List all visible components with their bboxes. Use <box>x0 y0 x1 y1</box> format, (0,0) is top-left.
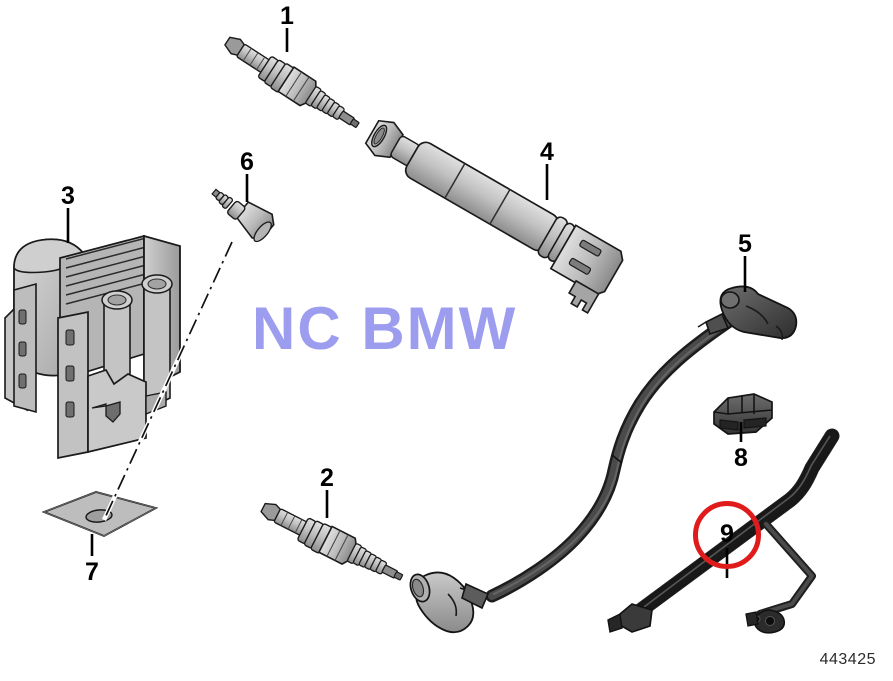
part-spark-plug-boot-lower <box>409 571 490 634</box>
part-mounting-bolt <box>211 188 275 243</box>
watermark-text: NC BMW <box>252 295 518 362</box>
callout-label-4: 4 <box>540 138 554 166</box>
part-spark-plug-lower <box>260 502 404 581</box>
callout-label-6: 6 <box>240 148 254 176</box>
part-pencil-ignition-coil <box>364 119 624 315</box>
part-ribbed-ground-cable <box>607 428 840 634</box>
diagram-part-number: 443425 <box>819 651 876 668</box>
part-spark-plug-boot-angled <box>697 285 798 341</box>
callout-label-8: 8 <box>734 444 748 472</box>
assembly-centerline <box>101 241 235 521</box>
part-ignition-cable <box>485 315 735 603</box>
callout-label-7: 7 <box>85 558 99 586</box>
part-cable-clip <box>713 393 773 435</box>
callout-label-5: 5 <box>738 230 752 258</box>
part-ignition-coil <box>4 234 181 460</box>
callout-label-3: 3 <box>61 182 75 210</box>
highlight-ring-item-9 <box>693 501 761 569</box>
part-spark-plug-upper <box>224 36 360 128</box>
callout-label-1: 1 <box>280 2 294 30</box>
part-retaining-plate <box>41 491 159 537</box>
callout-label-2: 2 <box>320 464 334 492</box>
